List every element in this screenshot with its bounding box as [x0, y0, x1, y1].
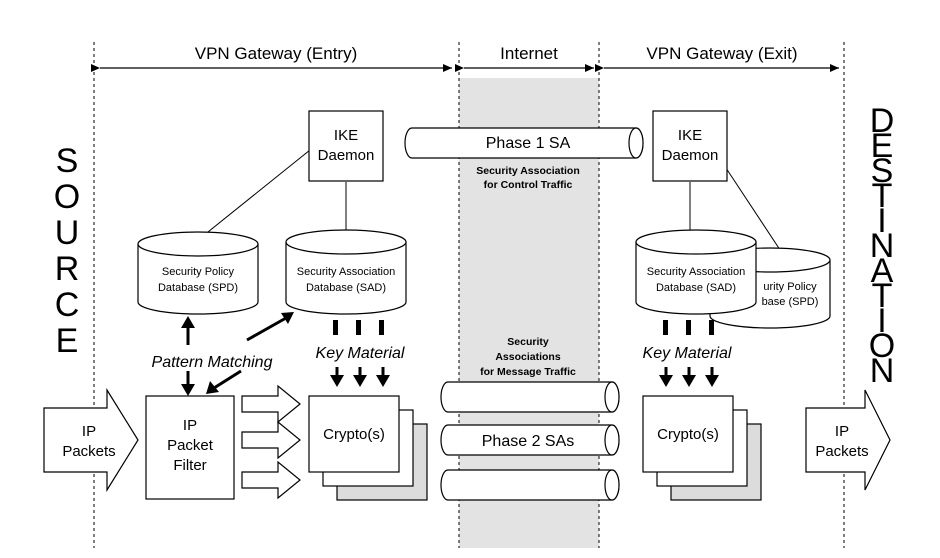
sad-entry-cylinder — [285, 229, 407, 315]
ike-daemon-exit — [652, 110, 728, 182]
key-material-dashes-entry — [333, 320, 384, 335]
key-material-exit: Key Material — [643, 345, 732, 362]
svg-text:S: S — [871, 152, 894, 190]
sad-exit-line1: Security Association — [647, 266, 745, 278]
ip-packets-dest-line1: IP — [835, 423, 849, 440]
sad-exit-cylinder — [635, 229, 757, 315]
message-sa-line2: Associations — [495, 351, 561, 363]
svg-text:A: A — [871, 252, 894, 290]
svg-text:N: N — [870, 227, 895, 265]
filter-line3: Filter — [173, 457, 206, 474]
svg-text:I: I — [877, 302, 886, 340]
crypto-entry-label: Crypto(s) — [323, 426, 385, 443]
svg-text:T: T — [872, 277, 893, 315]
phase1-sa-tunnel — [404, 127, 644, 159]
sad-entry-line2: Database (SAD) — [306, 282, 386, 294]
ike-entry-line2: Daemon — [318, 147, 375, 164]
ike-entry-line1: IKE — [334, 127, 358, 144]
svg-text:U: U — [55, 214, 80, 252]
svg-text:S: S — [56, 142, 79, 180]
svg-text:O: O — [54, 178, 80, 216]
pattern-matching: Pattern Matching — [152, 354, 273, 371]
ip-packets-source-line2: Packets — [62, 443, 115, 460]
spd-exit-line2: base (SPD) — [762, 296, 819, 308]
svg-text:C: C — [55, 286, 80, 324]
phase1-sa-label: Phase 1 SA — [486, 135, 571, 152]
svg-text:E: E — [871, 127, 894, 165]
svg-text:T: T — [872, 177, 893, 215]
spd-entry-cylinder — [137, 231, 259, 315]
spd-entry-line1: Security Policy — [162, 266, 235, 278]
svg-text:N: N — [870, 352, 895, 390]
crypto-exit-label: Crypto(s) — [657, 426, 719, 443]
source-label: S O U R C E — [54, 142, 80, 360]
header-entry: VPN Gateway (Entry) — [195, 44, 358, 63]
phase2-sa-label: Phase 2 SAs — [482, 433, 575, 450]
flow-arrows — [181, 312, 719, 396]
svg-text:O: O — [869, 327, 895, 365]
destination-label: D E S T I N A T I O N — [869, 102, 895, 390]
svg-text:I: I — [877, 202, 886, 240]
key-material-entry: Key Material — [316, 345, 405, 362]
svg-text:R: R — [55, 250, 80, 288]
spd-entry-line2: Database (SPD) — [158, 282, 238, 294]
header-internet: Internet — [500, 44, 558, 63]
spd-exit-line1: urity Policy — [763, 281, 817, 293]
ip-packet-filter — [145, 395, 235, 500]
ike-exit-line2: Daemon — [662, 147, 719, 164]
ip-packets-source-arrow — [43, 387, 139, 493]
crypto-stack-exit — [642, 395, 762, 501]
phase2-sa-tunnels — [440, 381, 620, 501]
filter-output-arrows — [241, 384, 301, 500]
message-sa-line3: for Message Traffic — [480, 366, 576, 378]
crypto-stack-entry — [308, 395, 428, 501]
filter-line2: Packet — [167, 437, 214, 454]
phase1-caption-2: for Control Traffic — [484, 179, 573, 191]
ip-packets-destination-arrow — [805, 389, 891, 491]
phase1-caption-1: Security Association — [476, 165, 579, 177]
ike-exit-line1: IKE — [678, 127, 702, 144]
sad-exit-line2: Database (SAD) — [656, 282, 736, 294]
message-sa-line1: Security — [507, 336, 549, 348]
ike-daemon-entry — [308, 110, 384, 182]
ip-packets-dest-line2: Packets — [815, 443, 868, 460]
sad-entry-line1: Security Association — [297, 266, 395, 278]
svg-text:E: E — [56, 322, 79, 360]
header-exit: VPN Gateway (Exit) — [646, 44, 797, 63]
key-material-dashes-exit — [663, 320, 714, 335]
ip-packets-source-line1: IP — [82, 423, 96, 440]
filter-line1: IP — [183, 417, 197, 434]
connector-lines — [197, 149, 791, 266]
svg-text:D: D — [870, 102, 895, 140]
